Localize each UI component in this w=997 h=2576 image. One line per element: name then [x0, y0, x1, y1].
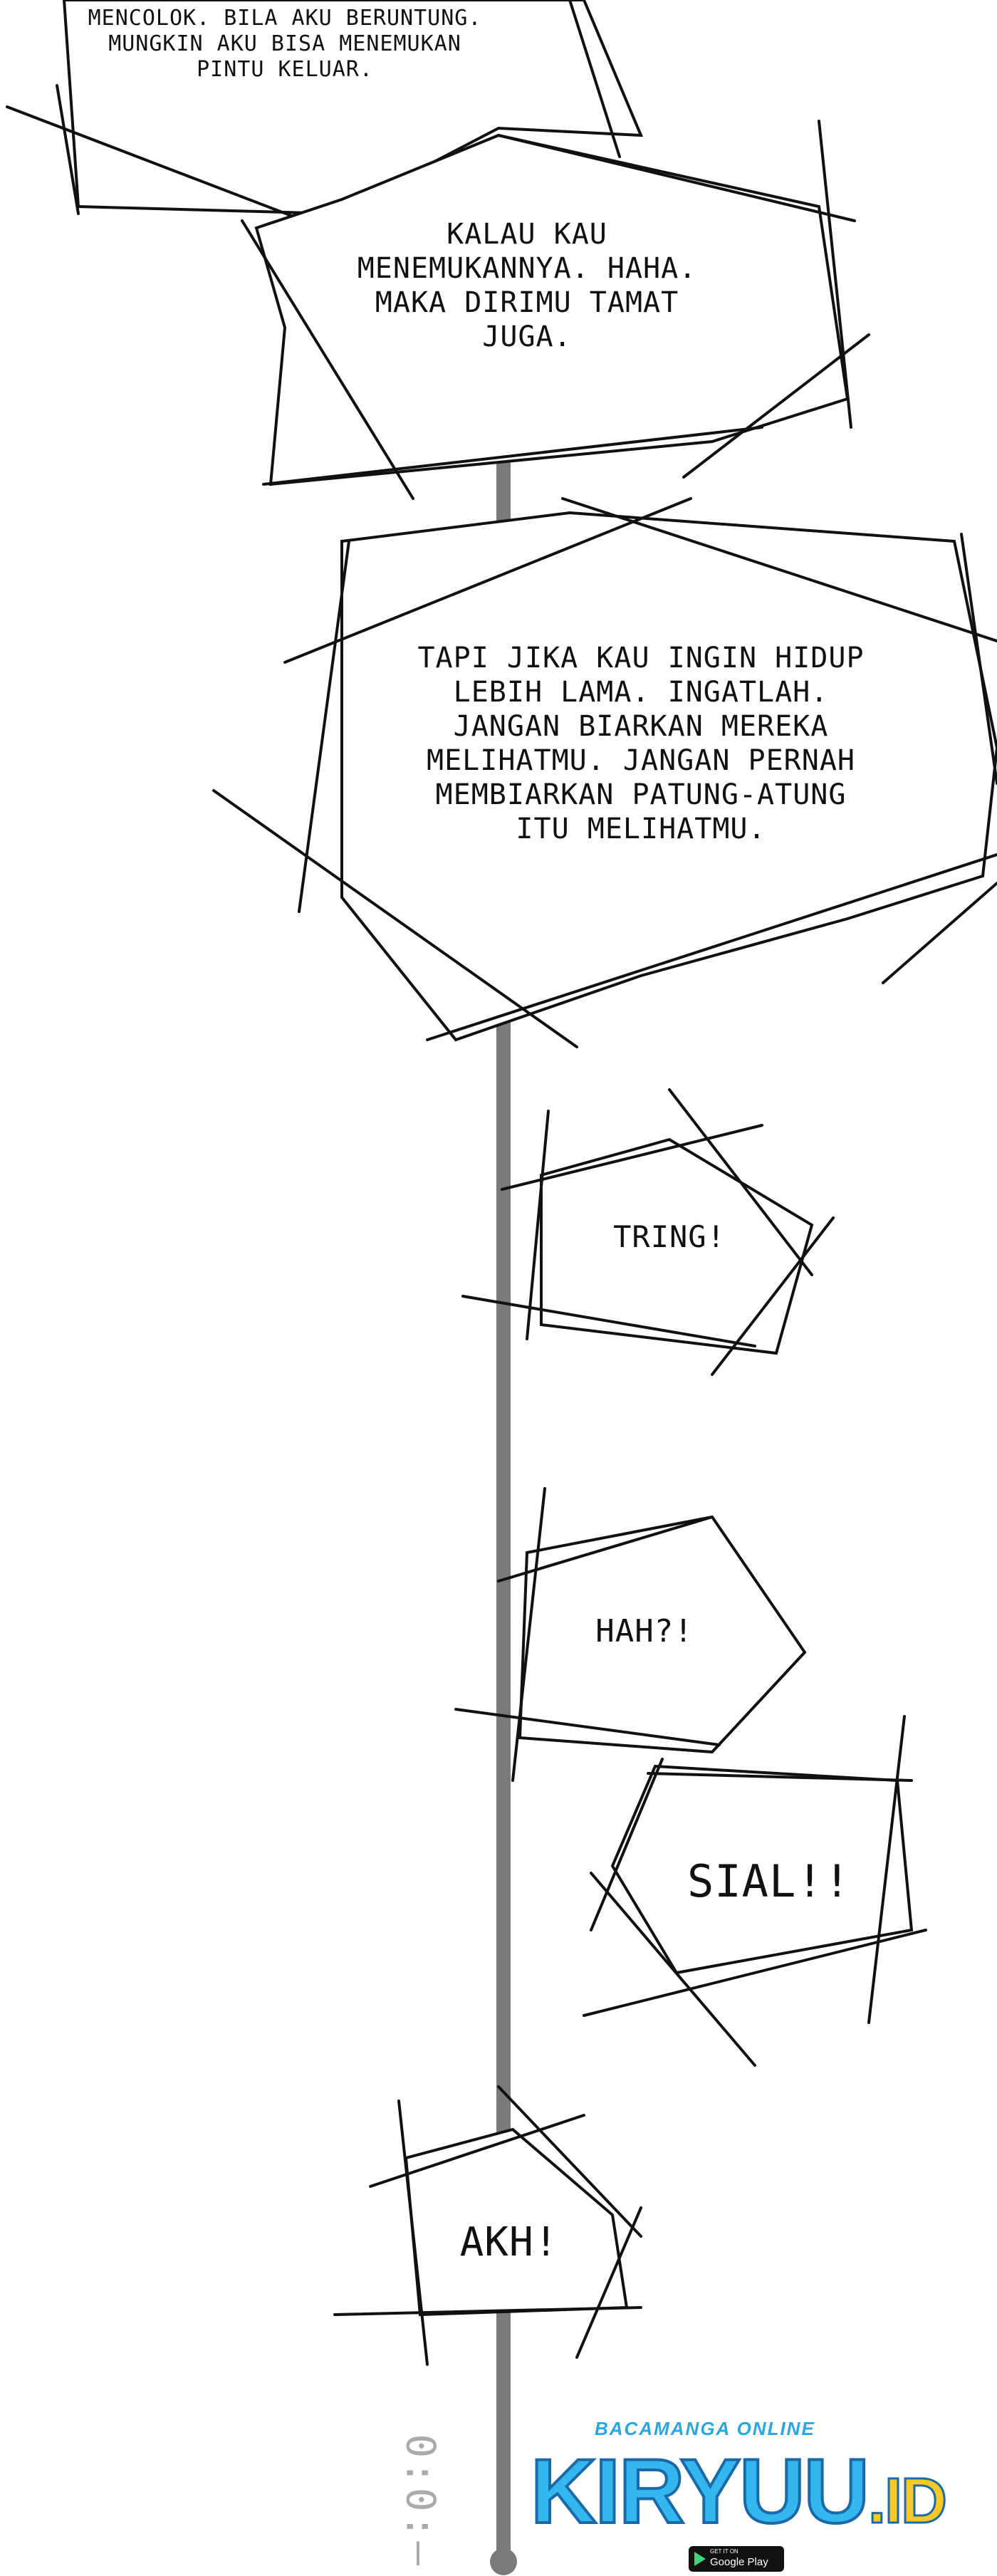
- watermark-subtitle: BACAMANGA ONLINE: [595, 2418, 815, 2439]
- timer-text: 0:0:—: [399, 2434, 442, 2569]
- watermark-logo: BACAMANGA ONLINE KIRYUU.ID GET IT ON Goo…: [529, 2418, 958, 2575]
- bubble-7-text: AKH!: [459, 2219, 559, 2265]
- bubble-1-text: MENCOLOK. BILA AKU BERUNTUNG. MUNGKIN AK…: [88, 6, 482, 82]
- bubble-4-text: TRING!: [613, 1219, 726, 1254]
- bubble-4-shape: [540, 1137, 814, 1355]
- google-play-badge[interactable]: GET IT ON Google Play: [689, 2546, 784, 2572]
- bubble-2-text: KALAU KAU MENEMUKANNYA. HAHA. MAKA DIRIM…: [357, 218, 697, 353]
- bubble-3-text: TAPI JIKA KAU INGIN HIDUP LEBIH LAMA. IN…: [417, 642, 865, 845]
- bubble-5-text: HAH?!: [595, 1613, 694, 1649]
- watermark-suffix: .ID: [867, 2465, 948, 2538]
- badge-line-2: Google Play: [710, 2556, 768, 2568]
- watermark-brand: KIRYUU.ID: [529, 2439, 948, 2544]
- watermark-brand-name: KIRYUU: [529, 2439, 871, 2544]
- timer-readout: 0:0:—: [399, 2432, 442, 2575]
- bubble-6-text: SIAL!!: [687, 1855, 851, 1907]
- badge-line-1: GET IT ON: [710, 2548, 738, 2555]
- pole-base-circle: [490, 2548, 517, 2575]
- play-icon: [694, 2552, 706, 2566]
